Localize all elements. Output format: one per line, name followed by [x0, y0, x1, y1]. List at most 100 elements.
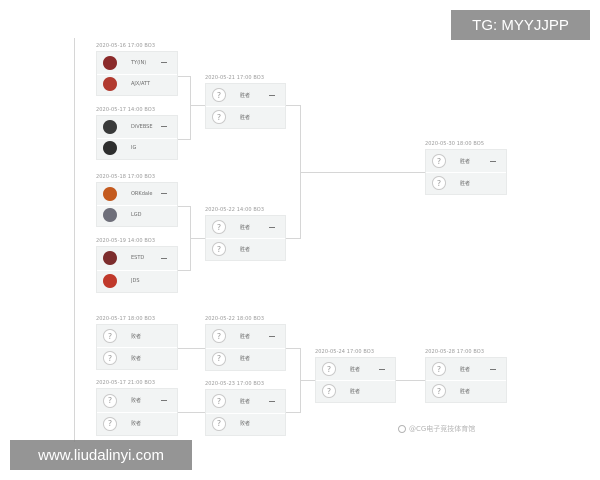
team-row[interactable]: ? 败者 — [97, 389, 177, 413]
unknown-team-icon: ? — [103, 329, 117, 343]
team-name: ORKdale — [131, 190, 153, 197]
team-name: TY(IN) — [131, 59, 147, 66]
team-row[interactable]: ? 败者 — [97, 325, 177, 348]
score-dash-icon — [490, 160, 496, 162]
team-row[interactable]: ORKdale — [97, 183, 177, 206]
team-name: 胜者 — [240, 356, 251, 363]
score-dash-icon — [269, 400, 275, 402]
match-card[interactable]: DiVEBSE IG — [96, 115, 178, 160]
match-date: 2020-05-22 18:00 BO3 — [205, 316, 265, 322]
team-row[interactable]: ? 败者 — [97, 412, 177, 435]
team-row[interactable]: LGD — [97, 205, 177, 227]
unknown-team-icon: ? — [322, 362, 336, 376]
team-row[interactable]: ? 胜者 — [426, 358, 506, 381]
team-name: 胜者 — [240, 224, 251, 231]
connector — [286, 412, 300, 413]
connector — [178, 348, 205, 349]
team-row[interactable]: DiVEBSE — [97, 116, 177, 139]
match-date: 2020-05-21 17:00 BO3 — [205, 75, 265, 81]
score-dash-icon — [161, 126, 167, 128]
unknown-team-icon: ? — [212, 351, 226, 366]
unknown-team-icon: ? — [212, 394, 226, 409]
team-row[interactable]: ? 胜者 — [206, 84, 285, 107]
match-card[interactable]: ? 胜者 ? 败者 — [205, 389, 286, 436]
unknown-team-icon: ? — [212, 416, 226, 431]
unknown-team-icon: ? — [212, 88, 226, 102]
team-name: 胜者 — [240, 246, 251, 253]
connector — [178, 206, 190, 207]
match-card[interactable]: ESTD JDS — [96, 246, 178, 293]
team-row[interactable]: ? 胜者 — [206, 348, 285, 371]
team-row[interactable]: ? 胜者 — [206, 390, 285, 414]
team-row[interactable]: ESTD — [97, 247, 177, 271]
team-logo-icon — [103, 208, 117, 223]
connector — [286, 105, 300, 106]
match-date: 2020-05-16 17:00 BO3 — [96, 43, 156, 49]
team-logo-icon — [103, 141, 117, 156]
team-logo-icon — [103, 186, 117, 201]
unknown-team-icon: ? — [103, 416, 117, 431]
team-row[interactable]: AJX/ATT — [97, 74, 177, 96]
match-date: 2020-05-17 21:00 BO3 — [96, 380, 156, 386]
match-card[interactable]: ? 败者 ? 败者 — [96, 324, 178, 370]
score-dash-icon — [490, 368, 496, 370]
match-card[interactable]: ? 败者 ? 败者 — [96, 388, 178, 436]
match-card[interactable]: ORKdale LGD — [96, 182, 178, 227]
match-card[interactable]: ? 胜者 ? 胜者 — [205, 324, 286, 371]
connector — [178, 270, 190, 271]
left-border-line — [74, 38, 75, 442]
team-row[interactable]: ? 胜者 — [316, 358, 395, 381]
team-row[interactable]: ? 胜者 — [426, 380, 506, 402]
team-row[interactable]: ? 胜者 — [206, 325, 285, 349]
match-card[interactable]: ? 胜者 ? 胜者 — [205, 83, 286, 129]
connector — [178, 412, 205, 413]
team-row[interactable]: IG — [97, 138, 177, 160]
unknown-team-icon: ? — [322, 384, 336, 398]
team-name: JDS — [131, 277, 140, 284]
connector — [190, 238, 205, 239]
match-card[interactable]: ? 胜者 ? 胜者 — [205, 215, 286, 261]
team-row[interactable]: JDS — [97, 270, 177, 293]
team-name: 胜者 — [460, 180, 471, 187]
team-name: 胜者 — [240, 92, 251, 99]
score-dash-icon — [269, 94, 275, 96]
team-name: 败者 — [131, 333, 142, 340]
team-row[interactable]: ? 胜者 — [206, 106, 285, 128]
team-name: DiVEBSE — [131, 123, 153, 130]
team-row[interactable]: ? 胜者 — [426, 172, 506, 194]
team-row[interactable]: ? 胜者 — [316, 380, 395, 402]
team-row[interactable]: TY(IN) — [97, 52, 177, 75]
team-name: 败者 — [240, 421, 251, 428]
team-row[interactable]: ? 胜者 — [206, 216, 285, 239]
team-row[interactable]: ? 败者 — [206, 413, 285, 436]
score-dash-icon — [161, 193, 167, 195]
tg-watermark: TG: MYYJJPP — [451, 10, 590, 40]
unknown-team-icon: ? — [212, 220, 226, 234]
unknown-team-icon: ? — [103, 351, 117, 365]
connector — [286, 348, 300, 349]
match-card[interactable]: ? 胜者 ? 胜者 — [315, 357, 396, 403]
team-name: 败者 — [131, 355, 142, 362]
source-credit-text: @CG电子竞技体育馆 — [409, 425, 476, 433]
match-card[interactable]: ? 胜者 ? 胜者 — [425, 357, 507, 403]
team-name: 败者 — [131, 398, 142, 404]
unknown-team-icon: ? — [212, 329, 226, 344]
team-name: 胜者 — [460, 366, 471, 373]
team-name: 胜者 — [460, 158, 471, 165]
match-card[interactable]: TY(IN) AJX/ATT — [96, 51, 178, 96]
site-watermark: www.liudalinyi.com — [10, 440, 192, 470]
unknown-team-icon: ? — [432, 384, 446, 398]
unknown-team-icon: ? — [432, 362, 446, 376]
match-date: 2020-05-24 17:00 BO3 — [315, 349, 375, 355]
team-row[interactable]: ? 败者 — [97, 347, 177, 369]
connector — [396, 380, 425, 381]
unknown-team-icon: ? — [212, 110, 226, 124]
team-row[interactable]: ? 胜者 — [206, 238, 285, 260]
team-row[interactable]: ? 胜者 — [426, 150, 506, 173]
unknown-team-icon: ? — [432, 176, 446, 190]
match-date: 2020-05-22 14:00 BO3 — [205, 207, 265, 213]
score-dash-icon — [269, 226, 275, 228]
connector — [300, 380, 315, 381]
match-card[interactable]: ? 胜者 ? 胜者 — [425, 149, 507, 195]
match-date: 2020-05-17 14:00 BO3 — [96, 107, 156, 113]
